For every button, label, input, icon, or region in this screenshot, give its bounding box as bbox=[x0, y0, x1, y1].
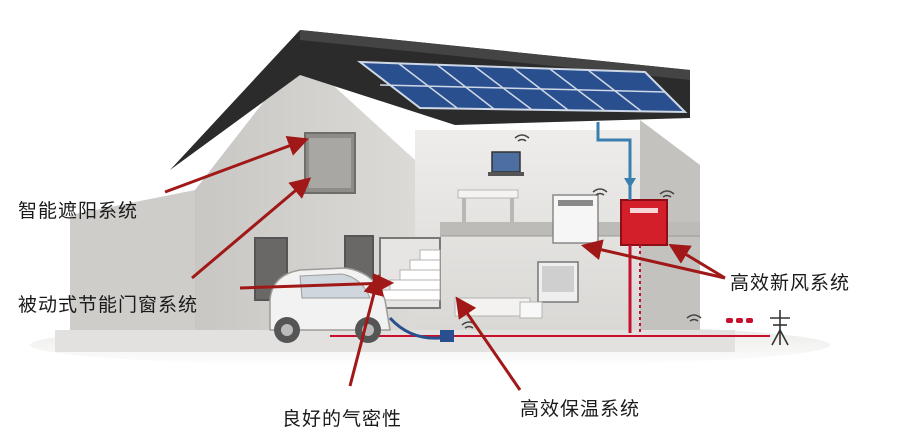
ground-slab bbox=[55, 330, 735, 352]
power-pylon-icon bbox=[770, 310, 790, 346]
flow-dots bbox=[726, 318, 753, 323]
front-wall bbox=[70, 190, 195, 330]
arrow-ventilation-a bbox=[580, 239, 726, 280]
arrow-smart-shading bbox=[164, 136, 309, 194]
charger-box bbox=[440, 330, 454, 342]
arrow-insulation bbox=[455, 296, 522, 391]
arrow-passive-windows-upper bbox=[191, 177, 312, 280]
arrow-airtightness bbox=[348, 273, 384, 387]
label-passive-windows: 被动式节能门窗系统 bbox=[18, 294, 199, 316]
roof-edge bbox=[300, 30, 690, 80]
desk bbox=[457, 189, 519, 199]
label-airtightness: 良好的气密性 bbox=[282, 408, 403, 430]
ventilation-unit-red bbox=[620, 199, 668, 246]
label-insulation: 高效保温系统 bbox=[520, 398, 641, 420]
charging-cable bbox=[388, 316, 441, 340]
duct-blue bbox=[596, 122, 632, 200]
solar-panels bbox=[356, 60, 688, 114]
arrow-ventilation-b bbox=[668, 243, 726, 280]
annotation-arrows bbox=[164, 136, 726, 391]
label-ventilation: 高效新风系统 bbox=[730, 272, 851, 294]
laptop bbox=[491, 151, 521, 173]
label-smart-shading: 智能遮阳系统 bbox=[18, 200, 139, 222]
